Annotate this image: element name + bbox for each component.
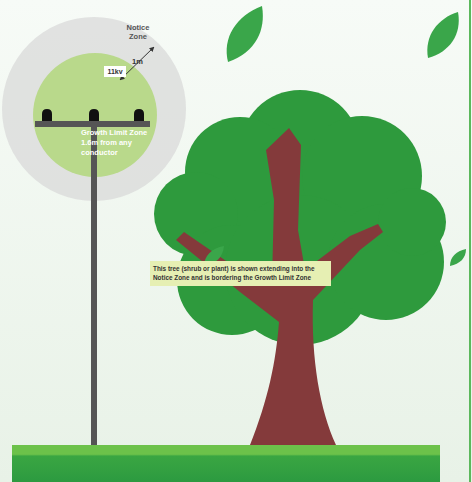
notice-zone-circle-fill bbox=[2, 17, 186, 201]
notice-zone-circle: Notice ZoneGrowth Limit Zone 1.6m from a… bbox=[2, 17, 186, 201]
leaf bbox=[227, 6, 263, 62]
callout-box: This tree (shrub or plant) is shown exte… bbox=[150, 261, 331, 286]
zone-label: This tree (shrub or plant) is shown exte… bbox=[153, 265, 329, 282]
crown-lobe bbox=[378, 188, 446, 256]
cross-arm bbox=[35, 121, 150, 127]
growth-limit-zone-circle: Growth Limit Zone 1.6m from any conducto… bbox=[33, 53, 157, 177]
pole bbox=[91, 122, 97, 446]
insulator bbox=[89, 109, 99, 121]
leaf bbox=[450, 249, 466, 266]
insulator bbox=[42, 109, 52, 121]
dimension-label: 1m bbox=[130, 56, 145, 67]
insulator bbox=[134, 109, 144, 121]
tree-trunk bbox=[176, 128, 383, 445]
leaf bbox=[427, 12, 458, 58]
edge-rule bbox=[469, 0, 471, 482]
growth-limit-zone-circle-outline bbox=[33, 53, 157, 177]
zone-label: Notice Zone bbox=[118, 23, 158, 41]
callout-box-fill bbox=[150, 261, 331, 286]
growth-limit-zone-circle-fill bbox=[33, 53, 157, 177]
voltage-label: 11kv bbox=[104, 66, 126, 77]
ground bbox=[12, 445, 440, 482]
zone-label: Growth Limit Zone 1.6m from any conducto… bbox=[81, 128, 157, 158]
